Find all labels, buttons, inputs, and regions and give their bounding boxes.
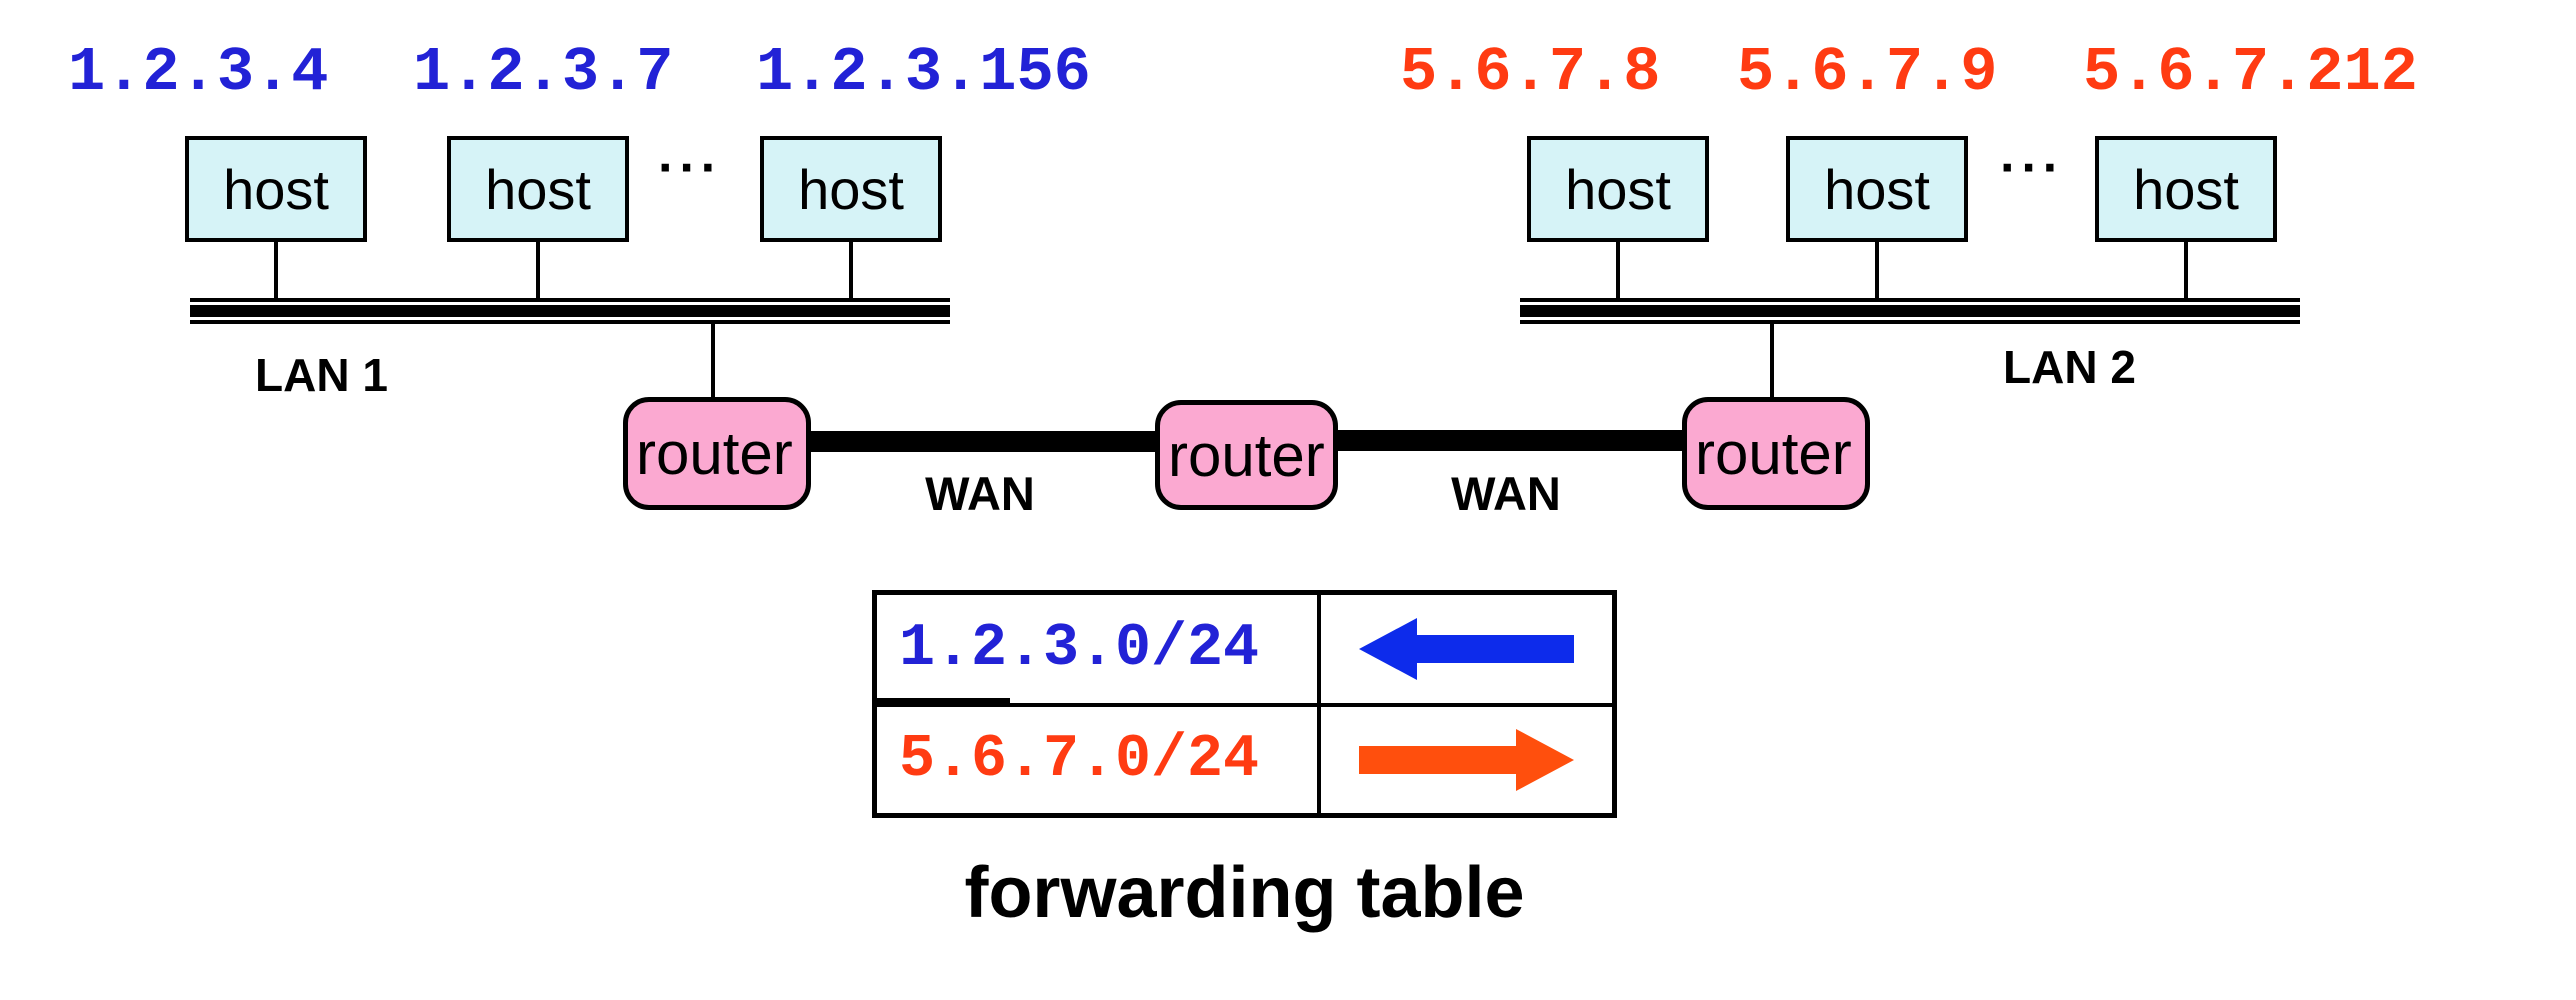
lan2-host-2: host [1786,136,1968,242]
lan1-host3-link-line [849,238,853,302]
host-label: host [798,157,904,221]
table-row-divider [877,703,1612,707]
lan1-label: LAN 1 [255,349,388,401]
table-cell-arrow-2 [1321,707,1612,813]
router-3: router [1682,397,1870,510]
right-arrow-icon [1359,729,1574,791]
ip-label-1-2-3-7: 1.2.3.7 [413,37,674,108]
router-label: router [636,420,793,487]
wan-label-2: WAN [1451,467,1561,520]
router-1: router [623,397,811,510]
left-arrow-icon [1359,618,1574,680]
lan1-host-2: host [447,136,629,242]
host-label: host [1824,157,1930,221]
wan-label-1: WAN [925,467,1035,520]
host-label: host [223,157,329,221]
lan2-host-1: host [1527,136,1709,242]
ip-label-5-6-7-212: 5.6.7.212 [2083,37,2418,108]
ip-label-1-2-3-4: 1.2.3.4 [68,37,329,108]
lan1-bus [190,298,950,324]
router-label: router [1168,421,1325,489]
forwarding-table-caption: forwarding table [964,853,1525,933]
lan2-router-link-line [1770,322,1774,400]
lan2-host1-link-line [1616,238,1620,302]
ip-label-5-6-7-8: 5.6.7.8 [1400,37,1661,108]
wan-link-1 [800,431,1160,452]
router-2: router [1155,400,1338,510]
lan2-host-3: host [2095,136,2277,242]
lan2-host3-link-line [2184,238,2188,302]
table-cell-prefix-2: 5.6.7.0/24 [877,707,1317,813]
wan-link-2 [1327,430,1687,451]
router-label: router [1695,420,1852,487]
lan2-label: LAN 2 [2003,341,2136,393]
table-cell-arrow-1 [1321,595,1612,703]
host-label: host [2133,157,2239,221]
host-label: host [485,157,591,221]
lan1-host-1: host [185,136,367,242]
lan1-router-link-line [711,322,715,400]
table-cell-prefix-1: 1.2.3.0/24 [877,595,1317,703]
lan1-host2-link-line [536,238,540,302]
host-label: host [1565,157,1671,221]
lan1-host-3: host [760,136,942,242]
prefix-1-2-3-0-24: 1.2.3.0/24 [899,615,1260,683]
forwarding-table: 1.2.3.0/24 5.6.7.0/24 [872,590,1617,818]
prefix-5-6-7-0-24: 5.6.7.0/24 [899,726,1260,794]
ip-label-1-2-3-156: 1.2.3.156 [756,37,1091,108]
lan1-ellipsis: ··· [658,139,722,197]
lan2-ellipsis: ··· [2000,139,2064,197]
table-row-divider-thick-segment [872,698,1010,703]
lan2-bus [1520,298,2300,324]
lan1-host1-link-line [274,238,278,302]
ip-label-5-6-7-9: 5.6.7.9 [1737,37,1998,108]
lan2-host2-link-line [1875,238,1879,302]
